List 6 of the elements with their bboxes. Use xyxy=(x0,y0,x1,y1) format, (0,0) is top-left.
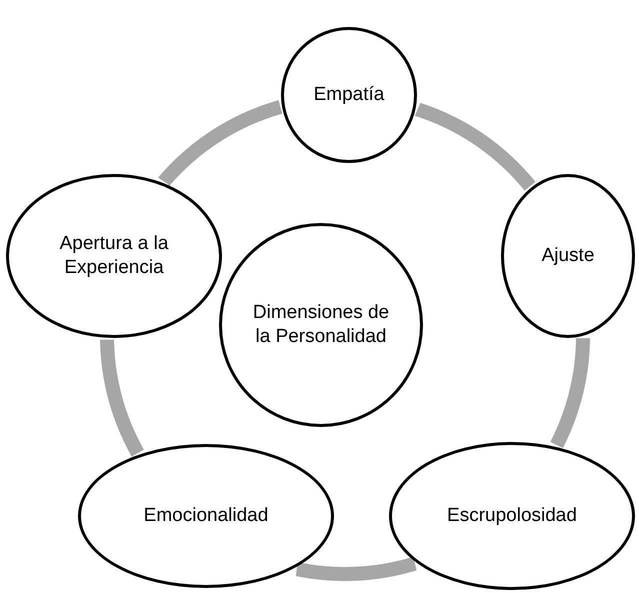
node-label: Dimensiones de la Personalidad xyxy=(252,301,390,349)
node-label: Apertura a la Experiencia xyxy=(58,232,170,280)
node-label: Emocionalidad xyxy=(144,504,268,528)
node-label: Escrupolosidad xyxy=(447,504,577,528)
node-label: Empatía xyxy=(314,83,384,107)
node-label: Ajuste xyxy=(542,244,594,268)
